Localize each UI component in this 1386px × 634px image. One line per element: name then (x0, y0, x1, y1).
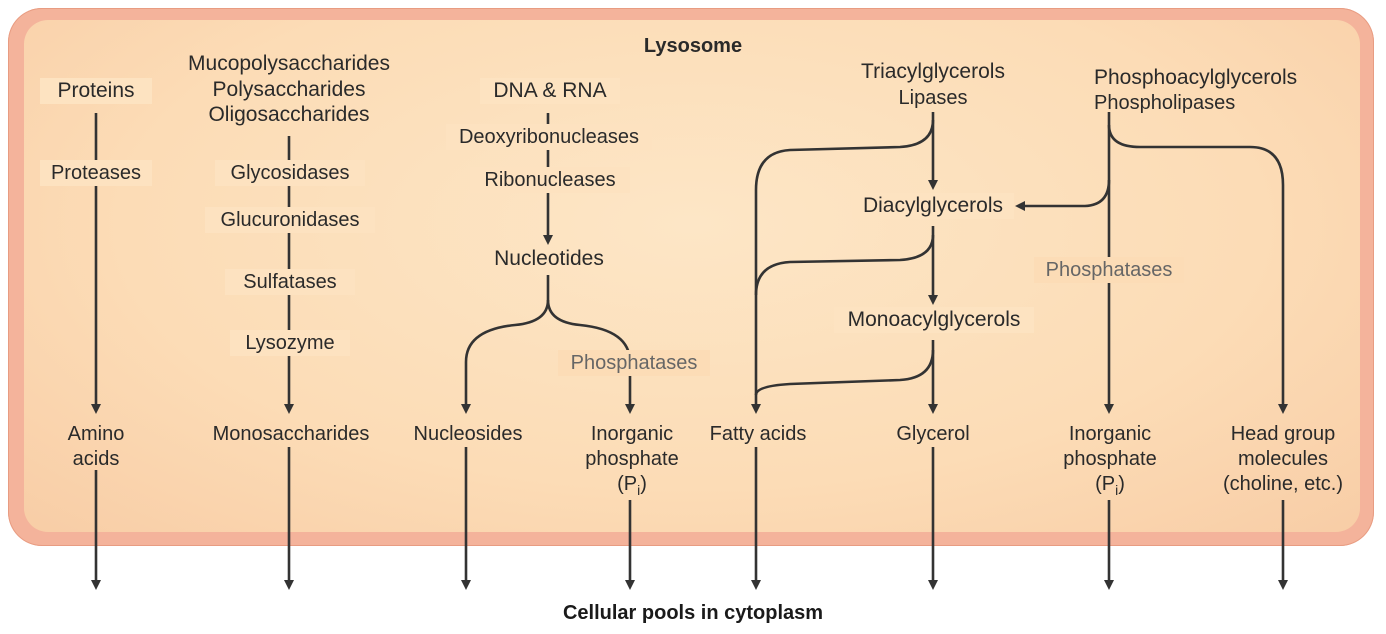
lysozyme-label: Lysozyme (230, 330, 350, 356)
head-group-branch (1107, 124, 1288, 414)
diacylglycerols-label: Diacylglycerols (852, 193, 1014, 219)
monosaccharides-label: Monosaccharides (212, 423, 370, 445)
dag-fatty-acid-branch (754, 234, 935, 296)
head-group-label-3: (choline, etc.) (1222, 473, 1344, 495)
inorganic-phosphate-label-2a: Inorganic (1068, 423, 1152, 445)
amino-acids-label-2: acids (72, 448, 120, 470)
phosphatases-label-2: Phosphatases (1034, 257, 1184, 283)
head-group-label-1: Head group (1230, 423, 1336, 445)
inorganic-phosphate-label-2b: phosphate (1063, 448, 1157, 470)
deoxyribonucleases-label: Deoxyribonucleases (446, 124, 652, 150)
phosphoacylglycerols-label: Phosphoacylglycerols (1094, 66, 1298, 89)
mucopolysaccharides-label: Mucopolysaccharides (188, 52, 390, 75)
phospholipases-label: Phospholipases (1094, 92, 1236, 114)
monoacylglycerols-label: Monoacylglycerols (834, 307, 1034, 333)
inorganic-phosphate-label-1c: (Pi) (617, 473, 647, 498)
glycosidases-label: Glycosidases (215, 160, 365, 186)
to-dag-branch (1015, 179, 1111, 211)
nucleosides-label: Nucleosides (413, 423, 523, 445)
dna-rna-label: DNA & RNA (480, 78, 620, 104)
nucleotides-label: Nucleotides (494, 247, 604, 270)
proteases-label: Proteases (40, 160, 152, 186)
triacylglycerols-label: Triacylglycerols (861, 60, 1005, 83)
amino-acids-label-1: Amino (67, 423, 125, 445)
inorganic-phosphate-label-1a: Inorganic (590, 423, 674, 445)
proteins-label: Proteins (40, 78, 152, 104)
ribonucleases-label: Ribonucleases (470, 167, 630, 193)
glucuronidases-label: Glucuronidases (205, 207, 375, 233)
lysosome-title: Lysosome (643, 35, 743, 57)
cellular-pools-label: Cellular pools in cytoplasm (562, 602, 824, 624)
inorganic-phosphate-label-1b: phosphate (585, 448, 679, 470)
inorganic-phosphate-label-2c: (Pi) (1095, 473, 1125, 498)
fatty-acids-label: Fatty acids (709, 423, 807, 445)
tag-fatty-acid-branch (751, 119, 935, 414)
sulfatases-label: Sulfatases (225, 269, 355, 295)
phosphatases-label-1: Phosphatases (558, 350, 710, 376)
lipases-label: Lipases (898, 87, 968, 109)
polysaccharides-label: Polysaccharides (212, 78, 366, 101)
glycerol-label: Glycerol (896, 423, 970, 445)
oligosaccharides-label: Oligosaccharides (208, 103, 370, 126)
head-group-label-2: molecules (1237, 448, 1329, 470)
nucleotides-split (461, 275, 550, 414)
mag-fatty-acid-branch (754, 349, 935, 396)
